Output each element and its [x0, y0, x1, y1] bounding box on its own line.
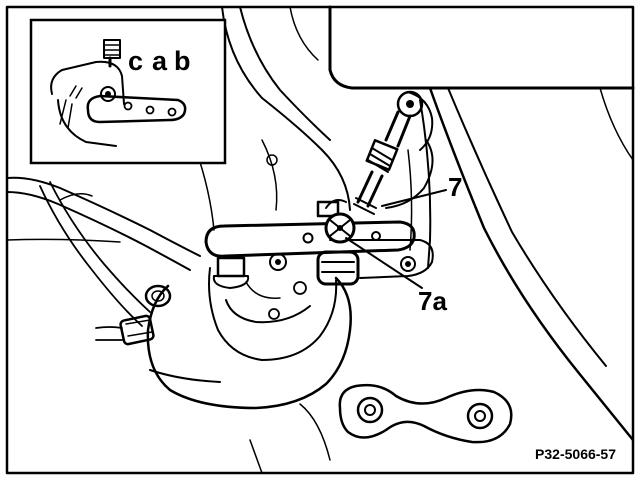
leader-lines [345, 189, 447, 289]
inset-label-a: a [152, 46, 168, 76]
leader-7a [345, 237, 423, 289]
lever-arm [204, 199, 416, 258]
inset-label-b: b [174, 46, 191, 76]
callout-7a: 7a [418, 286, 447, 316]
inset-label-c: c [128, 46, 143, 76]
leader-7 [381, 189, 447, 207]
callout-7: 7 [448, 172, 462, 202]
pipes [6, 176, 201, 327]
linkage-rod [353, 90, 434, 215]
valve-body [95, 239, 434, 410]
figure-id: P32-5066-57 [535, 446, 616, 462]
bottom-bracket [249, 383, 513, 474]
gearbox-housing [195, 5, 635, 442]
inset-frame [29, 18, 227, 165]
inset-detail: c a b [29, 18, 227, 165]
